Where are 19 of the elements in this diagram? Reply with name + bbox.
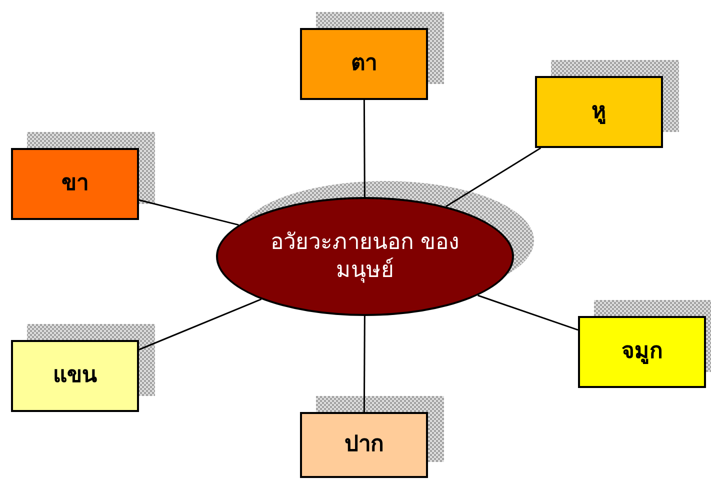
topic-box — [578, 316, 706, 388]
connector-line — [446, 147, 542, 208]
node-label: ตา — [351, 50, 377, 78]
node-label: หู — [592, 98, 606, 126]
node-label: ปาก — [344, 431, 384, 459]
connector-line — [363, 316, 366, 412]
node-label: แขน — [53, 362, 97, 390]
topic-box — [300, 412, 428, 478]
node-label: อวัยวะภายนอก ของมนุษย์ — [270, 229, 460, 284]
topic-box — [11, 340, 139, 412]
connector-line — [363, 100, 366, 197]
topic-box — [300, 28, 428, 100]
node-label: จมูก — [622, 338, 662, 366]
connector-line — [138, 199, 239, 226]
connector-line — [478, 294, 578, 331]
topic-box — [535, 76, 663, 148]
topic-box — [11, 148, 139, 220]
connector-line — [138, 298, 262, 350]
node-label: ขา — [62, 170, 88, 198]
